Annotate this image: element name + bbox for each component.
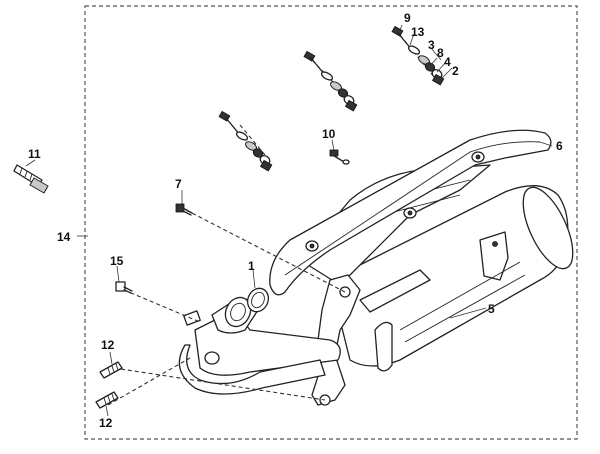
callout-6: 6 bbox=[556, 139, 563, 153]
callout-7: 7 bbox=[175, 177, 182, 191]
exhaust-pipe bbox=[178, 296, 341, 395]
callout-13: 13 bbox=[411, 25, 425, 39]
callout-11: 11 bbox=[28, 147, 41, 161]
stud-12-lower bbox=[95, 391, 119, 409]
callout-12-upper: 12 bbox=[101, 338, 115, 352]
bolt-set-lower bbox=[218, 110, 273, 172]
callout-8: 8 bbox=[437, 46, 444, 60]
callout-3: 3 bbox=[428, 38, 435, 52]
assembly-boundary bbox=[84, 5, 578, 440]
gasket bbox=[246, 287, 270, 313]
callout-4: 4 bbox=[444, 55, 451, 69]
heat-guard-bar bbox=[269, 129, 552, 296]
callout-9: 9 bbox=[404, 11, 411, 25]
bolt-set-top bbox=[391, 25, 445, 86]
assembly-line-stud-upper bbox=[113, 367, 326, 401]
callout-15: 15 bbox=[110, 254, 124, 268]
bolt-15 bbox=[115, 281, 133, 294]
muffler-body bbox=[299, 164, 574, 406]
leader-lines bbox=[25, 24, 553, 417]
callout-1: 1 bbox=[248, 259, 255, 273]
assembly-line-bolt15 bbox=[123, 289, 201, 323]
bolt-7 bbox=[175, 203, 193, 216]
bolt-set-middle bbox=[303, 50, 358, 112]
callout-5: 5 bbox=[488, 302, 495, 316]
bolt-10 bbox=[329, 149, 350, 165]
callout-14: 14 bbox=[57, 230, 71, 244]
assembly-line-bolt7 bbox=[185, 209, 346, 293]
assembly-line-stud-lower bbox=[107, 357, 191, 406]
sensor-11 bbox=[13, 164, 49, 194]
callout-12-lower: 12 bbox=[99, 416, 113, 430]
callout-10: 10 bbox=[322, 127, 336, 141]
callout-2: 2 bbox=[452, 64, 459, 78]
stud-12-upper bbox=[99, 361, 123, 379]
